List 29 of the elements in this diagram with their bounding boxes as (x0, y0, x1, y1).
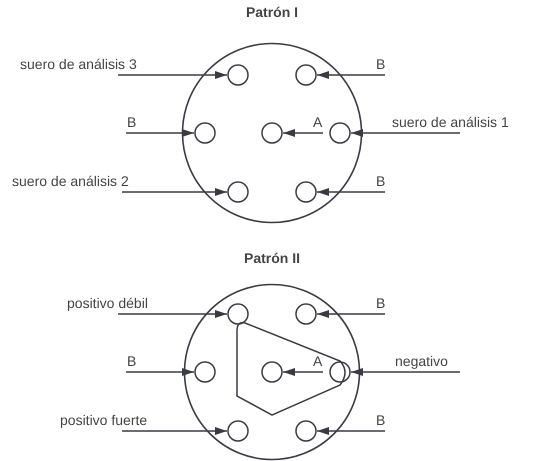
callout-label: B (376, 295, 386, 311)
arrow (351, 368, 460, 376)
arrow (317, 188, 385, 196)
arrow (122, 188, 227, 196)
callout-label: B (127, 353, 136, 369)
arrow (317, 71, 385, 79)
arrow (118, 310, 227, 318)
callout-label: B (376, 56, 386, 72)
callout-label: negativo (395, 353, 448, 369)
plate-title: Patrón I (244, 4, 300, 20)
plate-title: Patrón II (242, 250, 301, 266)
callout-label: positivo débil (67, 295, 148, 311)
arrow (118, 71, 227, 79)
arrow (126, 368, 194, 376)
arrow (122, 427, 227, 435)
callout-label: A (313, 114, 322, 130)
callout-label: suero de análisis 3 (20, 56, 137, 72)
callout-label: B (376, 173, 386, 189)
arrow (126, 129, 194, 137)
callout-label: suero de análisis 2 (12, 173, 129, 189)
arrow (351, 129, 460, 137)
arrow (317, 427, 385, 435)
callout-label: positivo fuerte (60, 412, 148, 428)
arrow (283, 129, 323, 137)
callout-label: A (313, 353, 322, 369)
callout-label: B (376, 412, 386, 428)
callout-label: B (127, 114, 136, 130)
callout-label: suero de análisis 1 (392, 114, 509, 130)
arrow (317, 310, 385, 318)
